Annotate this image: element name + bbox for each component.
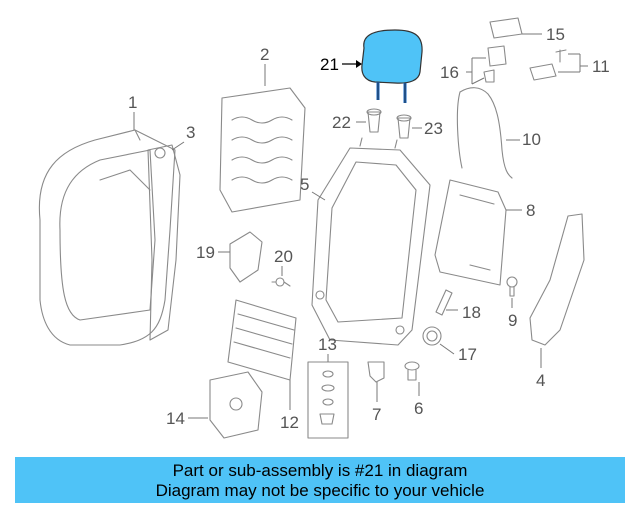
callout-1: 1 — [128, 93, 137, 112]
leader-3 — [171, 141, 185, 151]
part-11-clip — [529, 49, 567, 81]
callout-23: 23 — [424, 119, 443, 138]
part-19-cover — [229, 231, 263, 283]
part-16-release-handle — [483, 45, 507, 83]
callout-8: 8 — [526, 201, 535, 220]
callout-10: 10 — [522, 130, 541, 149]
part-9-fastener — [506, 276, 518, 297]
callout-21: 21 — [320, 55, 339, 74]
callout-6: 6 — [414, 399, 423, 418]
part-18-pin — [435, 289, 453, 316]
part-8-back-panel — [434, 179, 507, 286]
callout-11: 11 — [592, 57, 610, 76]
banner-line-1: Part or sub-assembly is #21 in diagram — [172, 461, 468, 480]
part-14-mechanism — [209, 371, 263, 439]
callout-3: 3 — [186, 123, 195, 142]
part-17-knob — [422, 326, 442, 346]
part-22-guide — [366, 108, 382, 133]
leader-21-arrowhead — [356, 60, 362, 68]
callout-18: 18 — [462, 303, 481, 322]
callout-12: 12 — [280, 413, 299, 432]
leader-17 — [439, 343, 455, 355]
part-3-side-panel — [147, 144, 181, 341]
part-4-side-shield — [529, 213, 585, 346]
parts-diagram: 1 3 2 5 21 22 — [38, 17, 610, 439]
leader-16 — [466, 57, 486, 85]
part-23-guide — [396, 114, 412, 139]
part-10-cable — [456, 87, 513, 179]
callout-4: 4 — [536, 371, 545, 390]
callout-7: 7 — [372, 405, 381, 424]
leader-11 — [558, 53, 588, 73]
callout-5: 5 — [300, 175, 309, 194]
banner-line-2: Diagram may not be specific to your vehi… — [155, 481, 485, 500]
part-1-seatback-cover — [38, 129, 176, 346]
callout-15: 15 — [546, 25, 565, 44]
callout-19: 19 — [196, 243, 215, 262]
part-12-lumbar-support — [227, 299, 297, 381]
callout-16: 16 — [440, 63, 459, 82]
info-banner: Part or sub-assembly is #21 in diagram D… — [15, 457, 625, 503]
callout-17: 17 — [458, 345, 477, 364]
part-21-headrest — [361, 29, 423, 103]
part-5-seatback-frame — [311, 137, 431, 346]
callout-2: 2 — [260, 45, 269, 64]
callout-22: 22 — [332, 113, 351, 132]
callout-20: 20 — [274, 247, 293, 266]
callout-13: 13 — [318, 335, 337, 354]
callout-14: 14 — [166, 409, 185, 428]
part-20-screw — [271, 277, 291, 287]
callout-9: 9 — [508, 311, 517, 330]
part-15-trim — [489, 17, 523, 39]
part-7-bracket — [367, 361, 385, 383]
part-13-clip-set — [307, 361, 349, 439]
part-6-bolt — [404, 361, 420, 381]
part-2-heater-pad — [219, 87, 306, 213]
leader-5 — [311, 191, 326, 201]
